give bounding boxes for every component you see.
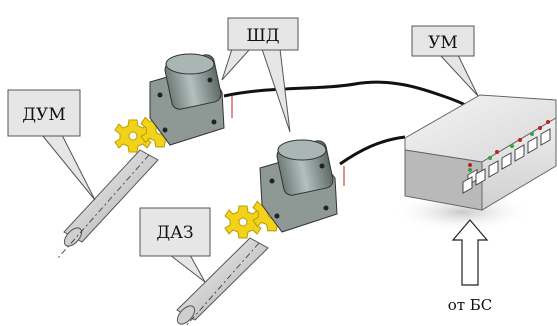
port [488, 160, 499, 178]
port [462, 176, 473, 194]
port [540, 128, 551, 146]
callout-box [139, 207, 211, 257]
input-arrow-from-bs [451, 219, 489, 286]
bolt [319, 163, 325, 169]
bolt [162, 127, 168, 133]
cable-top-motor [223, 80, 471, 110]
label-from-bs: от БС [448, 296, 493, 314]
callout-pointer [168, 254, 206, 283]
bolt [323, 205, 329, 211]
label-daz: ДАЗ [156, 223, 193, 243]
up-arrow-icon [451, 219, 489, 286]
callout-box [7, 89, 81, 137]
motor-cap [277, 139, 327, 161]
rod-daz [176, 237, 269, 326]
callout-daz: ДАЗ [139, 207, 211, 283]
amplifier-ports [462, 128, 551, 194]
led-green [530, 132, 534, 136]
bolt [269, 178, 275, 184]
motor-cap [165, 53, 215, 75]
rod-dum [57, 149, 159, 259]
stepper-motor-top [149, 53, 225, 146]
led-red [495, 150, 499, 154]
port [514, 144, 525, 162]
bolt [207, 77, 213, 83]
bolt [274, 213, 280, 219]
amplifier-shadow [392, 192, 532, 232]
label-um: УМ [428, 33, 458, 53]
led-green [510, 144, 514, 148]
port [501, 152, 512, 170]
callout-shd: ШД [221, 17, 299, 133]
callout-box [227, 17, 299, 51]
port [475, 168, 486, 186]
callout-pointer [221, 48, 252, 81]
callout-um: УМ [411, 25, 479, 97]
port [527, 136, 538, 154]
label-dum: ДУМ [22, 105, 66, 125]
bolt [211, 119, 217, 125]
cable-bottom-motor [339, 135, 406, 166]
amplifier-unit [392, 94, 557, 232]
callout-dum: ДУМ [7, 89, 96, 201]
led-red [546, 120, 550, 124]
callout-box [411, 25, 475, 57]
bolt [157, 92, 163, 98]
led-green [468, 168, 472, 172]
callout-pointer [438, 54, 479, 97]
led-green [488, 156, 492, 160]
callout-pointer [40, 134, 96, 201]
led-red [468, 163, 472, 167]
led-red [538, 126, 542, 130]
amplifier-leds [468, 120, 550, 172]
stepper-motor-bottom [259, 139, 338, 233]
label-shd: ШД [246, 26, 279, 46]
led-red [518, 138, 522, 142]
